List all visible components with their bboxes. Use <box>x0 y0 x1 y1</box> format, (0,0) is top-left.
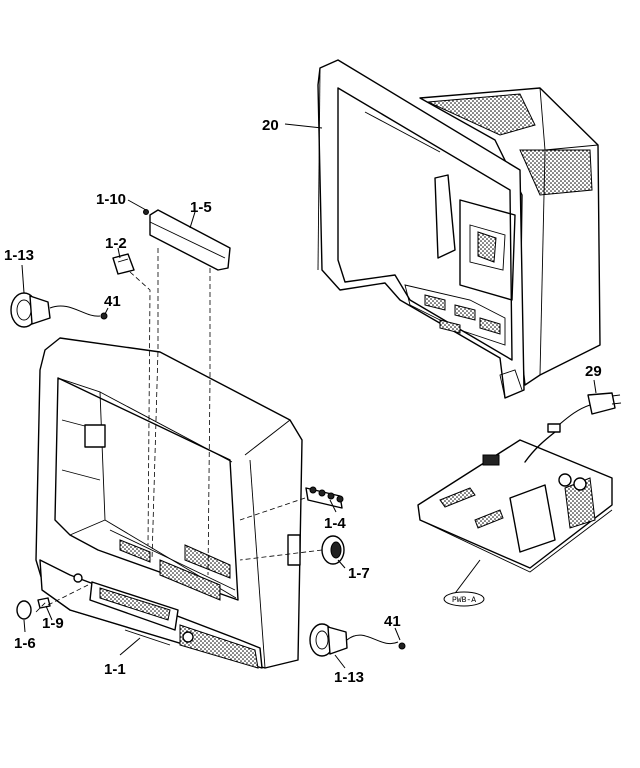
callout-1-1: 1-1 <box>104 661 126 678</box>
callout-labels: 20 1-10 1-5 1-2 1-13 41 29 1-4 1-7 1-6 1… <box>4 117 602 686</box>
callout-1-4: 1-4 <box>324 515 346 532</box>
callout-1-9: 1-9 <box>42 615 64 632</box>
circuit-board-pwb-a <box>417 423 613 601</box>
callout-41-top: 41 <box>104 293 121 310</box>
button-strip-1-4 <box>305 486 344 509</box>
board-tag-label: PWB-A <box>452 596 476 605</box>
callout-1-7: 1-7 <box>348 565 370 582</box>
callout-1-10: 1-10 <box>96 191 126 208</box>
bracket-1-5 <box>143 209 231 271</box>
leader-lines <box>21 123 597 669</box>
callout-29: 29 <box>585 363 602 380</box>
power-cord-29 <box>554 392 622 429</box>
knob-1-7 <box>321 535 345 565</box>
power-knob-1-6 <box>16 597 51 620</box>
speaker-bottom <box>309 623 406 657</box>
callout-41-bottom: 41 <box>384 613 401 630</box>
assembly-guide-lines <box>35 248 323 613</box>
callout-1-13-bottom: 1-13 <box>334 669 364 686</box>
clip-1-2 <box>112 253 135 275</box>
board-tag: PWB-A <box>443 591 485 607</box>
callout-1-6: 1-6 <box>14 635 36 652</box>
callout-1-13-top: 1-13 <box>4 247 34 264</box>
front-cabinet <box>35 337 303 669</box>
callout-1-5: 1-5 <box>190 199 212 216</box>
speaker-top <box>10 292 108 328</box>
rear-cabinet <box>317 59 601 399</box>
callout-20: 20 <box>262 117 279 134</box>
callout-1-2: 1-2 <box>105 235 127 252</box>
